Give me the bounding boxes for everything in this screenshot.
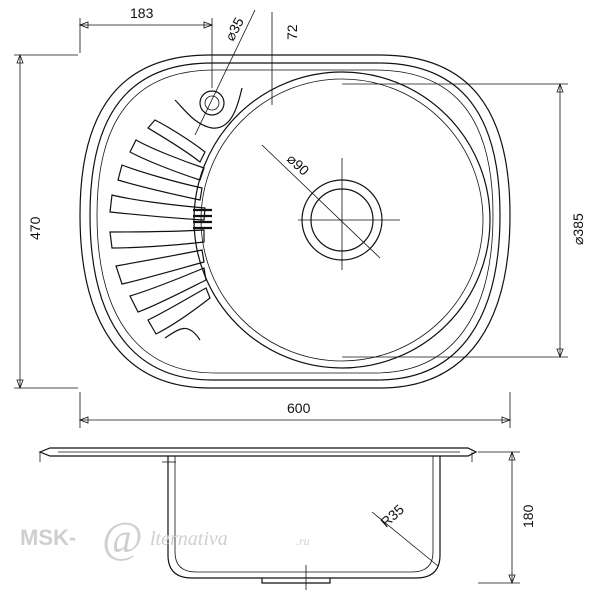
drainer-boundary <box>174 87 243 129</box>
drainer-rib-5 <box>109 229 205 249</box>
sink-outer-rim <box>79 54 511 389</box>
drain-diameter-leader <box>261 144 381 259</box>
drainer-rib-6 <box>115 249 205 285</box>
dim-drain-diameter: ⌀90 <box>284 150 313 178</box>
drainer-rib-8 <box>147 287 211 335</box>
drainer-rib-3 <box>117 164 203 201</box>
drainer-rib-4 <box>109 194 206 221</box>
tap-hole-leader <box>194 9 256 136</box>
side-rim <box>38 447 478 457</box>
watermark: MSK- @ lternativa .ru <box>20 513 310 562</box>
dim-470: 470 <box>27 216 43 240</box>
dim-r35: R35 <box>377 501 407 530</box>
drainer-rib-1 <box>147 119 206 163</box>
watermark-brand: MSK- <box>20 525 76 550</box>
watermark-tld: .ru <box>296 534 310 548</box>
side-bowl-inner <box>174 456 434 573</box>
drainer-rib-7 <box>129 267 207 313</box>
dim-72: 72 <box>284 24 300 40</box>
dim-183: 183 <box>130 5 154 21</box>
r35-leader <box>371 511 439 567</box>
dim-385: ⌀385 <box>570 213 586 245</box>
overflow-slots <box>193 208 212 230</box>
drainer-boundary-lower <box>164 327 201 341</box>
side-drain <box>261 578 331 584</box>
dim-tap-hole-diameter: ⌀35 <box>222 15 247 44</box>
drainer-rib-2 <box>129 139 205 181</box>
watermark-tail: lternativa <box>150 528 228 550</box>
tap-hole-inner <box>204 95 220 111</box>
tap-hole-outer <box>199 90 225 116</box>
drainer-ribs <box>109 119 211 335</box>
watermark-at: @ <box>102 513 142 562</box>
dim-600: 600 <box>287 400 311 416</box>
sink-drainer-rim <box>96 69 494 374</box>
sink-inner-rim <box>89 62 501 381</box>
bowl-outer <box>193 71 491 369</box>
side-bowl-outer <box>167 456 441 579</box>
top-view: ⌀90 ⌀35 183 72 470 ⌀385 600 <box>14 5 586 428</box>
dim-180: 180 <box>520 504 536 528</box>
